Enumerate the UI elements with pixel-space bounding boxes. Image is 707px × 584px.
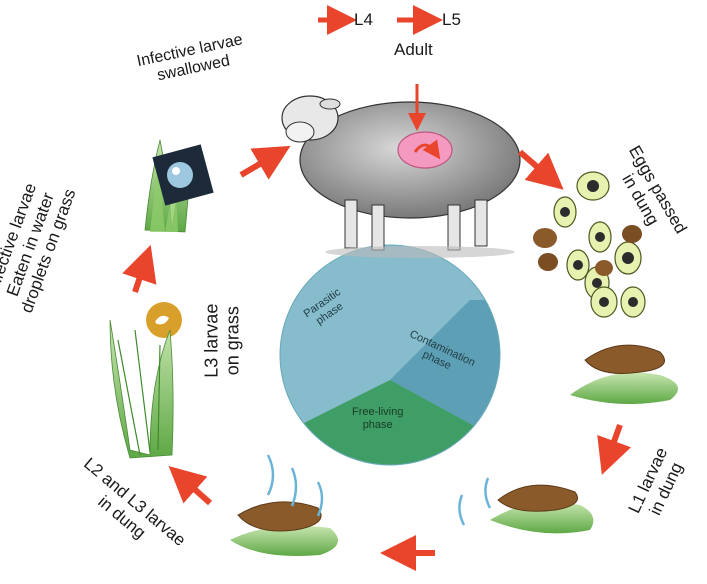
label-l3-on-grass: L3 larvae on grass [201,304,242,378]
label-l4: L4 [354,10,373,30]
larva-icon [146,302,182,338]
label-l5: L5 [442,10,461,30]
label-adult: Adult [394,40,433,60]
arrow-dung-to-l1 [608,425,620,458]
label-l3-on-grass-line1: L3 larvae [201,304,222,378]
label-free-living-phase-line2: phase [352,419,403,432]
label-l3-on-grass-line2: on grass [222,304,243,378]
label-free-living-phase: Free-living phase [352,406,403,431]
label-free-living-phase-line1: Free-living [352,406,403,419]
arrow-sheep-to-eggs [520,152,550,178]
phase-circle [270,240,520,480]
tall-grass-icon [110,320,173,458]
stomach-icon [398,132,452,168]
sheep-illustration [282,96,520,258]
arrow-l2-to-l3grass [182,478,210,503]
arrow-grass-to-grass [135,262,145,292]
arrow-swallowed-to-sheep [241,155,275,175]
